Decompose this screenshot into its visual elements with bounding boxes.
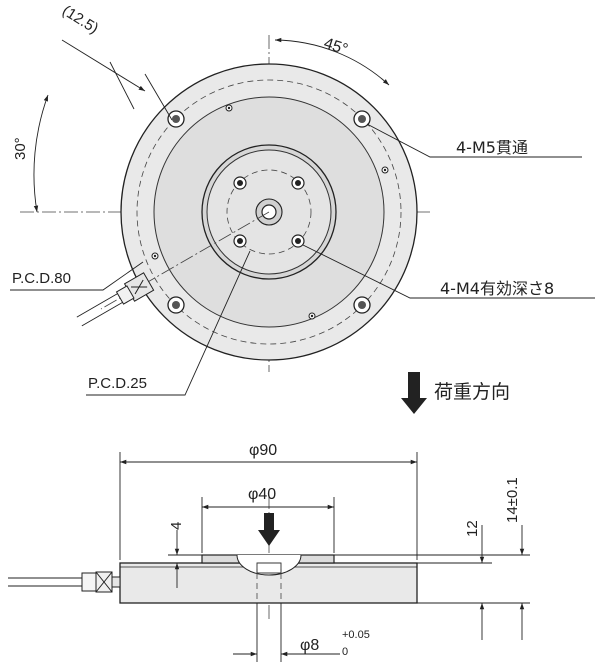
m4-callout: 4-M4有効深さ8 bbox=[440, 279, 554, 298]
dia-90-label: φ90 bbox=[249, 442, 277, 459]
m5-hole bbox=[167, 110, 185, 128]
load-direction-label: 荷重方向 bbox=[434, 381, 510, 403]
m5-hole bbox=[353, 296, 371, 314]
height-4-label: 4 bbox=[168, 522, 185, 530]
dia-40-label: φ40 bbox=[248, 486, 276, 503]
pcd-25-circle bbox=[226, 169, 312, 255]
m4-hole bbox=[291, 234, 305, 248]
pcd-25-label: P.C.D.25 bbox=[88, 375, 147, 392]
dia-8-label: φ8 bbox=[300, 637, 319, 654]
dia-8-tol-upper: +0.05 bbox=[342, 629, 370, 641]
angle-45-arc bbox=[274, 37, 390, 86]
pcd-80-label: P.C.D.80 bbox=[12, 270, 71, 287]
pcd-80-leader bbox=[10, 261, 144, 291]
small-screws bbox=[151, 104, 389, 320]
top-view: 30° 45° (12.5) 4-M5貫通 4-M4有効深さ8 P.C.D.80… bbox=[10, 2, 595, 396]
load-direction: 荷重方向 bbox=[401, 372, 510, 414]
cable-connector bbox=[76, 211, 270, 327]
m4-leader bbox=[302, 244, 595, 299]
offset-dimension bbox=[61, 39, 173, 121]
side-load-arrow-icon bbox=[258, 513, 280, 546]
pcd-25-leader bbox=[86, 250, 251, 396]
angle-30-label: 30° bbox=[12, 137, 29, 160]
m4-hole bbox=[233, 176, 247, 190]
angle-30-arc bbox=[33, 94, 49, 213]
m5-hole bbox=[167, 296, 185, 314]
m5-holes bbox=[167, 110, 371, 314]
m4-hole bbox=[291, 176, 305, 190]
height-14-label: 14±0.1 bbox=[504, 477, 521, 523]
height-12-label: 12 bbox=[464, 520, 481, 537]
m4-holes bbox=[233, 176, 305, 248]
m4-hole bbox=[233, 234, 247, 248]
m5-callout: 4-M5貫通 bbox=[456, 138, 528, 157]
load-arrow-icon bbox=[401, 372, 427, 414]
side-cable-connector bbox=[8, 571, 121, 593]
dia-8-tol-lower: 0 bbox=[342, 646, 348, 658]
m5-hole bbox=[353, 110, 371, 128]
side-view: φ90 φ40 φ8 +0.05 0 4 12 14±0.1 bbox=[8, 442, 530, 662]
offset-label: (12.5) bbox=[59, 2, 101, 37]
angle-45-label: 45° bbox=[322, 35, 350, 59]
m5-leader bbox=[366, 123, 582, 158]
pcd-80-circle bbox=[136, 79, 402, 345]
